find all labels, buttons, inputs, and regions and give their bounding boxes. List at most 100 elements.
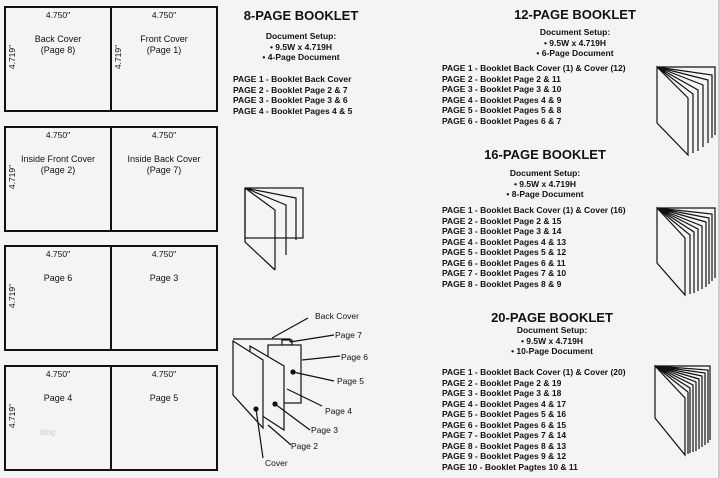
16-page-booklet-icon — [656, 206, 716, 297]
document-setup: Document Setup:• 9.5W x 4.719H• 10-Page … — [452, 325, 652, 357]
page-assignment: PAGE 7 - Booklet Pages 7 & 10 — [442, 268, 567, 278]
booklet-title: 20-PAGE BOOKLET — [491, 310, 613, 325]
imposition-sheet: 4.750" 4.719" Back Cover(Page 8)4.750" 4… — [4, 6, 218, 112]
panel-title: Page 5 — [149, 393, 179, 403]
document-setup: Document Setup:• 9.5W x 4.719H• 6-Page D… — [475, 27, 675, 59]
panel-label: Page 3 — [112, 273, 216, 284]
page-assignment: PAGE 1 - Booklet Back Cover (1) & Cover … — [442, 205, 626, 215]
page-assignment: PAGE 4 - Booklet Pages 4 & 5 — [233, 105, 353, 116]
panel-label: Page 4 — [6, 393, 110, 404]
panel-label: Page 6 — [6, 273, 110, 284]
setup-line: • 9.5W x 4.719H — [513, 178, 577, 189]
panel-page: (Page 1) — [146, 45, 182, 55]
width-dimension: 4.750" — [45, 369, 71, 379]
document-setup: Document Setup:• 9.5W x 4.719H• 8-Page D… — [445, 168, 645, 200]
page-assignment: PAGE 10 - Booklet Pagtes 10 & 11 — [442, 461, 578, 472]
page-assignment: PAGE 8 - Booklet Pages 8 & 13 — [442, 440, 567, 451]
setup-line: Document Setup: — [509, 168, 581, 178]
panel-page: (Page 2) — [40, 165, 76, 175]
panel-title: Page 6 — [43, 273, 73, 283]
sheet-panel-left: 4.750" 4.719" Page 6 — [6, 247, 110, 349]
page-assignment: PAGE 1 - Booklet Back Cover — [233, 74, 352, 84]
callout-page-5: Page 5 — [337, 376, 364, 386]
8-page-booklet-icon — [244, 187, 304, 271]
width-dimension: 4.750" — [151, 10, 177, 20]
page-assignment-list: PAGE 1 - Booklet Back Cover (1) & Cover … — [442, 367, 626, 472]
exploded-booklet-diagram — [232, 317, 341, 459]
booklet-title: 8-PAGE BOOKLET — [243, 8, 359, 23]
page-assignment-list: PAGE 1 - Booklet Back Cover (1) & Cover … — [442, 205, 626, 289]
callout-page-4: Page 4 — [325, 406, 352, 416]
panel-title: Page 4 — [43, 393, 73, 403]
page-assignment: PAGE 2 - Booklet Page 2 & 7 — [233, 84, 348, 95]
imposition-sheet: 4.750" 4.719" Inside Front Cover(Page 2)… — [4, 126, 218, 232]
panel-label: Inside Back Cover(Page 7) — [112, 154, 216, 176]
sheet-panel-right: 4.750" Page 5 — [110, 367, 216, 469]
setup-line: Document Setup: — [516, 325, 588, 335]
page-assignment: PAGE 4 - Booklet Pages 4 & 17 — [442, 398, 567, 409]
page-assignment: PAGE 6 - Booklet Pages 6 & 11 — [442, 257, 566, 268]
callout-page-6: Page 6 — [341, 352, 368, 362]
page-assignment: PAGE 6 - Booklet Pages 6 & 15 — [442, 419, 567, 430]
callout-page-3: Page 3 — [311, 425, 338, 435]
panel-title: Back Cover — [34, 34, 82, 44]
page-assignment: PAGE 4 - Booklet Pages 4 & 13 — [442, 236, 567, 247]
document-setup: Document Setup:• 9.5W x 4.719H• 4-Page D… — [201, 31, 401, 63]
setup-line: Document Setup: — [539, 27, 611, 37]
watermark: blog — [40, 428, 56, 437]
panel-page: (Page 8) — [40, 45, 76, 55]
sheet-panel-right: 4.750" Page 3 — [110, 247, 216, 349]
callout-page-7: Page 7 — [335, 330, 362, 340]
width-dimension: 4.750" — [151, 130, 177, 140]
width-dimension: 4.750" — [45, 249, 71, 259]
page-assignment: PAGE 9 - Booklet Pages 9 & 12 — [442, 451, 567, 461]
page-assignment: PAGE 2 - Booklet Page 2 & 15 — [442, 215, 562, 226]
page-assignment: PAGE 3 - Booklet Page 3 & 10 — [442, 84, 562, 94]
panel-label: Page 5 — [112, 393, 216, 404]
sheet-panel-right: 4.750" 4.719" Front Cover(Page 1) — [110, 8, 216, 110]
panel-title: Front Cover — [140, 34, 188, 44]
booklet-title: 16-PAGE BOOKLET — [484, 147, 606, 162]
20-page-booklet-icon — [654, 364, 711, 457]
setup-line: • 9.5W x 4.719H — [520, 335, 584, 346]
setup-line: Document Setup: — [265, 31, 337, 41]
page-assignment: PAGE 5 - Booklet Pages 5 & 8 — [442, 105, 562, 115]
page-assignment: PAGE 3 - Booklet Page 3 & 18 — [442, 388, 562, 398]
sheet-panel-left: 4.750" 4.719" Back Cover(Page 8) — [6, 8, 110, 110]
callout-cover: Cover — [265, 458, 288, 468]
page-assignment: PAGE 2 - Booklet Page 2 & 11 — [442, 73, 561, 84]
setup-line: • 10-Page Document — [511, 346, 593, 357]
panel-title: Inside Front Cover — [20, 154, 96, 164]
setup-line: • 8-Page Document — [506, 189, 584, 200]
page-assignment: PAGE 5 - Booklet Pages 5 & 16 — [442, 409, 567, 419]
panel-label: Inside Front Cover(Page 2) — [6, 154, 110, 176]
page-assignment: PAGE 6 - Booklet Pages 6 & 7 — [442, 115, 562, 126]
width-dimension: 4.750" — [45, 130, 71, 140]
12-page-booklet-icon — [656, 65, 716, 157]
sheet-panel-right: 4.750" Inside Back Cover(Page 7) — [110, 128, 216, 230]
page-assignment: PAGE 1 - Booklet Back Cover (1) & Cover … — [442, 63, 626, 73]
panel-title: Page 3 — [149, 273, 179, 283]
sheet-panel-left: 4.750" 4.719" Inside Front Cover(Page 2) — [6, 128, 110, 230]
setup-line: • 4-Page Document — [262, 52, 340, 63]
page-assignment: PAGE 7 - Booklet Pages 7 & 14 — [442, 430, 567, 440]
page-assignment: PAGE 8 - Booklet Pages 8 & 9 — [442, 278, 562, 289]
page-assignment: PAGE 3 - Booklet Page 3 & 14 — [442, 226, 562, 236]
page-assignment: PAGE 3 - Booklet Page 3 & 6 — [233, 95, 348, 105]
panel-page: (Page 7) — [146, 165, 182, 175]
panel-label: Front Cover(Page 1) — [112, 34, 216, 56]
setup-line: • 9.5W x 4.719H — [269, 41, 333, 52]
setup-line: • 9.5W x 4.719H — [543, 37, 607, 48]
booklet-title: 12-PAGE BOOKLET — [514, 7, 636, 22]
width-dimension: 4.750" — [151, 369, 177, 379]
page-assignment: PAGE 5 - Booklet Pages 5 & 12 — [442, 247, 567, 257]
page-assignment-list: PAGE 1 - Booklet Back Cover (1) & Cover … — [442, 63, 626, 126]
callout-page-2: Page 2 — [291, 441, 318, 451]
width-dimension: 4.750" — [45, 10, 71, 20]
page-assignment: PAGE 4 - Booklet Pages 4 & 9 — [442, 94, 562, 105]
